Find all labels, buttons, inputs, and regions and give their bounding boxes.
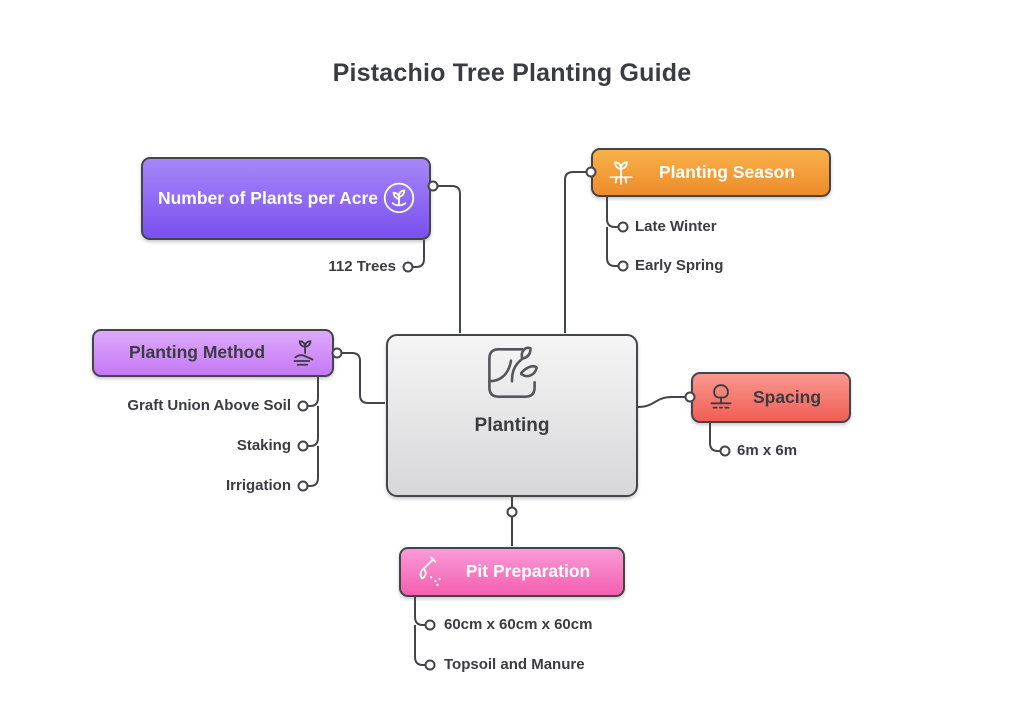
node-planting-method-label: Planting Method <box>128 342 266 363</box>
detail-pit-size: 60cm x 60cm x 60cm <box>444 616 593 633</box>
node-planting-season: Planting Season <box>591 148 831 197</box>
detail-early-spring: Early Spring <box>635 257 724 274</box>
node-plants-per-acre: Number of Plants per Acre <box>141 157 431 240</box>
detail-staking: Staking <box>236 437 291 454</box>
detail-irrigation: Irrigation <box>225 477 291 494</box>
node-pit-preparation-label: Pit Preparation <box>465 561 591 582</box>
node-plants-per-acre-label: Number of Plants per Acre <box>157 187 379 208</box>
detail-6m-spacing: 6m x 6m <box>737 442 798 459</box>
node-planting-label: Planting <box>474 415 550 436</box>
node-pit-preparation: Pit Preparation <box>399 547 625 597</box>
detail-late-winter: Late Winter <box>635 218 717 235</box>
detail-topsoil-manure: Topsoil and Manure <box>444 656 585 673</box>
potted-plant-circle-icon <box>381 181 417 217</box>
plant-sketch-icon <box>475 336 549 410</box>
node-planting: Planting <box>386 334 638 497</box>
diagram-title: Pistachio Tree Planting Guide <box>332 59 692 87</box>
node-planting-method: Planting Method <box>92 329 334 377</box>
hand-sprout-icon <box>288 337 320 369</box>
detail-graft-union: Graft Union Above Soil <box>127 397 291 414</box>
seedling-icon <box>605 157 637 189</box>
tree-icon <box>705 382 737 414</box>
digging-icon <box>413 556 445 588</box>
node-spacing-label: Spacing <box>752 386 822 407</box>
detail-112-trees: 112 Trees <box>328 258 396 275</box>
node-spacing: Spacing <box>691 372 851 423</box>
node-planting-season-label: Planting Season <box>658 161 796 182</box>
